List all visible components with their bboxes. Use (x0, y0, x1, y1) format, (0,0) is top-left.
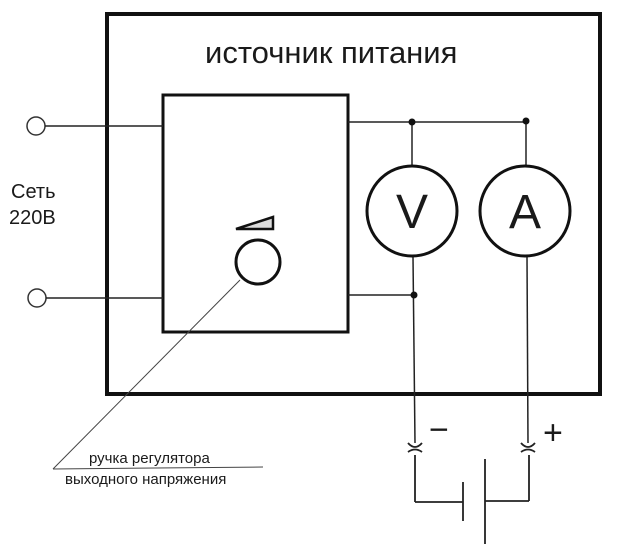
mains-terminal-top[interactable] (26, 116, 46, 136)
power-supply-enclosure (105, 12, 602, 396)
voltmeter-circle (365, 164, 459, 258)
regulator-knob[interactable] (234, 215, 282, 286)
output-wiring (348, 121, 529, 444)
knob-label-line1: ручка регулятора (89, 450, 210, 467)
ammeter: A (478, 164, 572, 258)
voltmeter: V (365, 164, 459, 258)
voltmeter-symbol: V (396, 186, 428, 239)
junction-dot (408, 118, 416, 126)
knob-circle[interactable] (234, 238, 282, 286)
mains-label-line2: 220В (9, 207, 56, 229)
knob-label-line2: выходного напряжения (65, 471, 226, 488)
negative-terminal-sign: − (429, 411, 449, 449)
junction-dot (522, 117, 530, 125)
mains-input (26, 116, 163, 308)
regulator-block (161, 93, 350, 334)
battery-cell (414, 455, 530, 544)
junction-dot (410, 291, 418, 299)
ammeter-symbol: A (509, 186, 541, 239)
knob-scale-wedge-icon (235, 215, 275, 231)
positive-terminal-sign: + (543, 414, 563, 452)
ammeter-circle (478, 164, 572, 258)
mains-label-line1: Сеть (11, 181, 55, 203)
output-positive-connector[interactable] (520, 442, 536, 453)
mains-terminal-bottom[interactable] (27, 288, 47, 308)
enclosure-title: источник питания (205, 35, 457, 70)
knob-leader-line (52, 279, 241, 470)
knob-label-underline (52, 466, 264, 470)
output-negative-connector[interactable] (407, 442, 423, 453)
